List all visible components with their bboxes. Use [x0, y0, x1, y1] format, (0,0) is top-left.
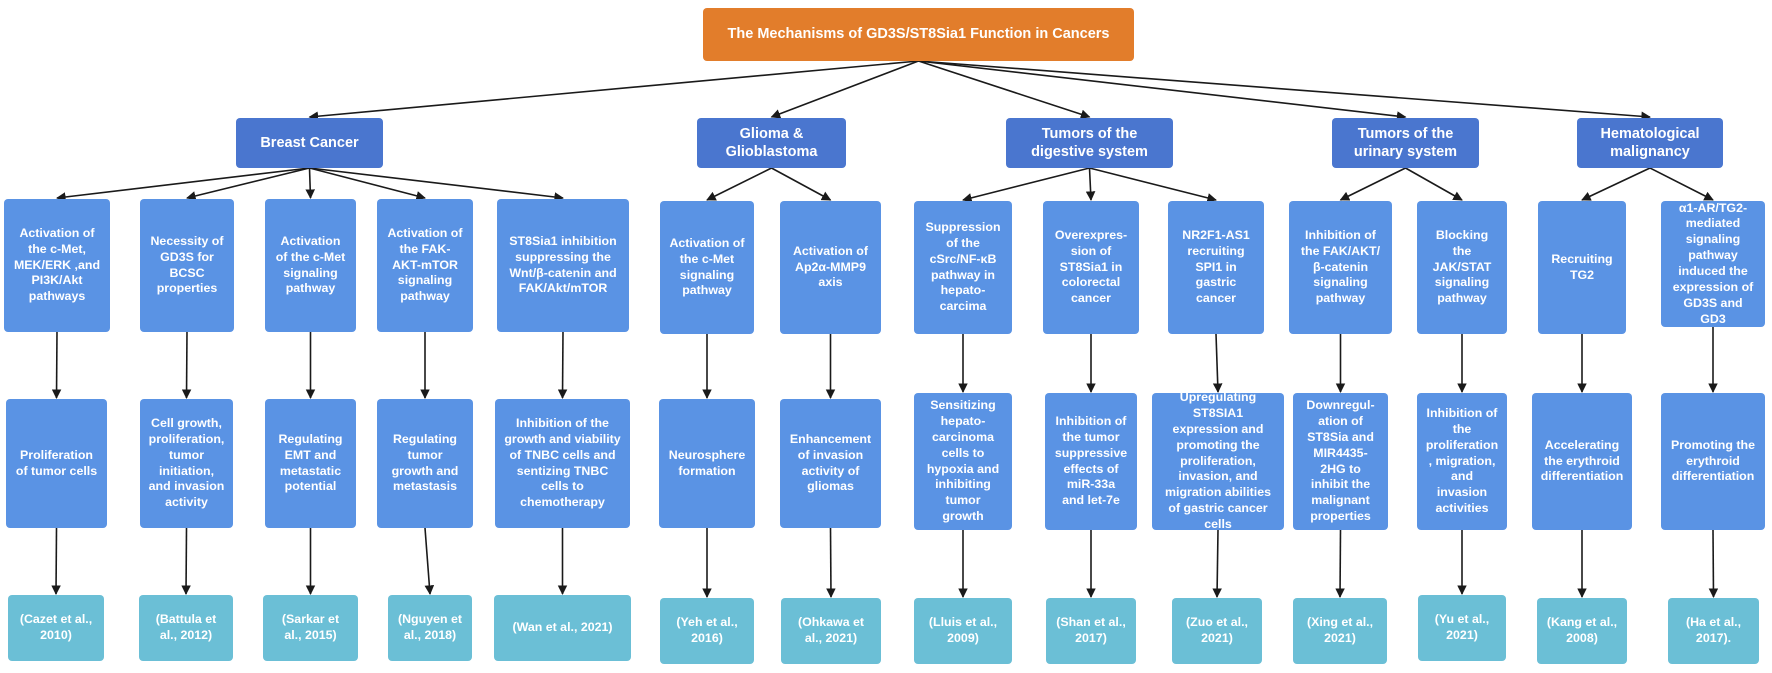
reference-box: (Ha et al., 2017). — [1668, 598, 1759, 664]
reference-box: (Sarkar et al., 2015) — [263, 595, 358, 661]
mechanism-box: Activation of Ap2α-MMP9 axis — [780, 201, 881, 334]
mechanism-box: Inhibition of the FAK/AKT/ β-catenin sig… — [1289, 201, 1392, 334]
connector-arrow — [1212, 333, 1223, 393]
connector-arrow — [1649, 167, 1714, 201]
connector-arrow — [918, 60, 1407, 121]
effect-box: Proliferation of tumor cells — [6, 399, 107, 528]
reference-box: (Battula et al., 2012) — [139, 595, 233, 661]
connector-arrow — [56, 167, 310, 202]
connector-arrow — [770, 60, 919, 119]
effect-box: Regulating EMT and metastatic potential — [265, 399, 356, 528]
effect-box: Regulating tumor growth and metastasis — [377, 399, 473, 528]
connector-arrow — [918, 60, 1091, 119]
connector-arrow — [1405, 167, 1463, 201]
connector-arrow — [51, 331, 62, 399]
category-digestive: Tumors of the digestive system — [1006, 118, 1173, 168]
connector-arrow — [51, 527, 61, 595]
effect-box: Accelerating the erythroid differentiati… — [1532, 393, 1632, 530]
category-breast-cancer: Breast Cancer — [236, 118, 383, 168]
reference-box: (Nguyen et al., 2018) — [388, 595, 472, 661]
connector-arrow — [309, 167, 564, 202]
connector-arrow — [1581, 167, 1651, 201]
connector-arrow — [308, 60, 919, 121]
mechanism-box: Suppression of the cSrc/NF-κB pathway in… — [914, 201, 1012, 334]
effect-box: Upregulating ST8SIA1 expression and prom… — [1152, 390, 1284, 531]
mechanism-box: Activation of the c-Met signaling pathwa… — [660, 201, 754, 334]
root-title: The Mechanisms of GD3S/ST8Sia1 Function … — [703, 8, 1134, 61]
connector-arrow — [962, 167, 1090, 203]
connector-arrow — [305, 167, 316, 199]
mechanism-box: ST8Sia1 inhibition suppressing the Wnt/β… — [497, 199, 629, 332]
category-glioma: Glioma & Glioblastoma — [697, 118, 846, 168]
connector-arrow — [424, 527, 435, 595]
mechanism-box: NR2F1-AS1 recruiting SPI1 in gastric can… — [1168, 201, 1264, 334]
connector-arrow — [181, 527, 191, 595]
mechanism-box: Overexpres- sion of ST8Sia1 in colorecta… — [1043, 201, 1139, 334]
reference-box: (Yeh et al., 2016) — [660, 598, 754, 664]
effect-box: Inhibition of the growth and viability o… — [495, 399, 630, 528]
reference-box: (Lluis et al., 2009) — [914, 598, 1012, 664]
mechanism-box: Activation of the c-Met, MEK/ERK ,and PI… — [4, 199, 110, 332]
connector-arrow — [706, 167, 772, 201]
effect-box: Neurosphere formation — [659, 399, 755, 528]
category-urinary: Tumors of the urinary system — [1332, 118, 1479, 168]
mechanism-box: Activation of the c-Met signaling pathwa… — [265, 199, 356, 332]
connector-arrow — [1339, 167, 1406, 201]
category-hematological: Hematological malignancy — [1577, 118, 1723, 168]
connector-arrow — [918, 60, 1651, 122]
reference-box: (Ohkawa et al., 2021) — [781, 598, 881, 664]
reference-box: (Zuo et al., 2021) — [1172, 598, 1262, 664]
connector-arrow — [826, 527, 836, 598]
reference-box: (Xing et al., 2021) — [1293, 598, 1387, 664]
connector-arrow — [557, 331, 568, 399]
connector-arrow — [1089, 167, 1217, 203]
reference-box: (Shan et al., 2017) — [1046, 598, 1136, 664]
reference-box: (Cazet et al., 2010) — [8, 595, 104, 661]
effect-box: Promoting the erythroid differentiation — [1661, 393, 1765, 530]
effect-box: Inhibition of the tumor suppressive effe… — [1045, 393, 1137, 530]
reference-box: (Yu et al., 2021) — [1418, 595, 1506, 661]
mechanism-box: Recruiting TG2 — [1538, 201, 1626, 334]
mechanism-box: Blocking the JAK/STAT signaling pathway — [1417, 201, 1507, 334]
effect-box: Cell growth, proliferation, tumor initia… — [140, 399, 233, 528]
connector-arrow — [1212, 529, 1222, 598]
effect-box: Inhibition of the proliferation , migrat… — [1417, 393, 1507, 530]
mechanism-box: Necessity of GD3S for BCSC properties — [140, 199, 234, 332]
connector-arrow — [1708, 529, 1719, 598]
mechanism-box: α1-AR/TG2- mediated signaling pathway in… — [1661, 201, 1765, 327]
reference-box: (Wan et al., 2021) — [494, 595, 631, 661]
connector-arrow — [309, 167, 426, 201]
effect-box: Downregul- ation of ST8Sia and MIR4435- … — [1293, 393, 1388, 530]
effect-box: Enhancement of invasion activity of glio… — [780, 399, 881, 528]
connector-arrow — [771, 167, 832, 201]
reference-box: (Kang et al., 2008) — [1537, 598, 1627, 664]
connector-arrow — [1085, 167, 1096, 201]
connector-arrow — [186, 167, 310, 201]
connector-arrow — [181, 331, 192, 399]
connector-arrow — [1335, 529, 1345, 598]
effect-box: Sensitizing hepato- carcinoma cells to h… — [914, 393, 1012, 530]
mechanism-box: Activation of the FAK- AKT-mTOR signalin… — [377, 199, 473, 332]
